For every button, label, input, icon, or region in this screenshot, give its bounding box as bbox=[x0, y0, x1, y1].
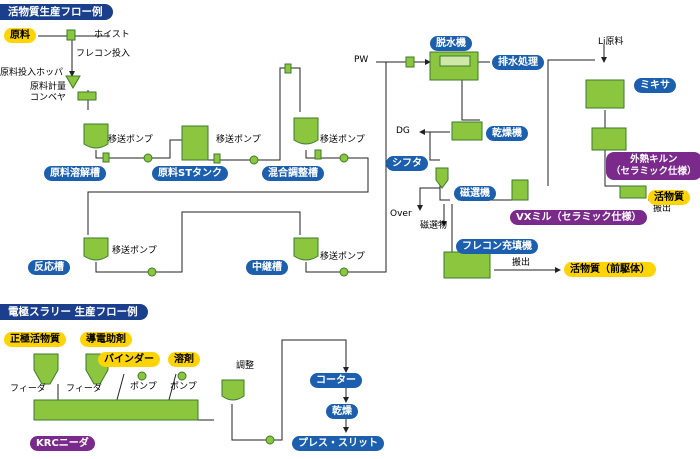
step-kiln: 外熱キルン （セラミック仕様） bbox=[606, 152, 700, 180]
step-dry: 乾燥 bbox=[326, 404, 358, 419]
step-mixer: ミキサ bbox=[634, 78, 676, 93]
step-dewater: 脱水機 bbox=[430, 36, 472, 51]
pw-label: PW bbox=[354, 55, 369, 65]
input-solvent: 溶剤 bbox=[168, 352, 200, 367]
pump-label-s2-1: ポンプ bbox=[130, 382, 157, 392]
hoist-label: ホイスト bbox=[94, 30, 130, 40]
tank-st: 原料STタンク bbox=[152, 166, 229, 181]
pump-label-1: 移送ポンプ bbox=[108, 135, 153, 145]
step-press-slit: プレス・スリット bbox=[292, 436, 384, 451]
step-sifter: シフタ bbox=[386, 156, 428, 171]
product-active: 活物質 bbox=[648, 190, 690, 205]
step-magnet: 磁選機 bbox=[454, 186, 496, 201]
flecon-input-label: フレコン投入 bbox=[76, 49, 131, 59]
pump-label-5: 移送ポンプ bbox=[320, 252, 365, 262]
li-raw-label: Li原料 bbox=[598, 37, 624, 47]
pump-label-4: 移送ポンプ bbox=[112, 246, 157, 256]
over-label: Over bbox=[390, 209, 412, 219]
discharge-label-1: 搬出 bbox=[653, 204, 672, 214]
step-vx-mill: VXミル（セラミック仕様） bbox=[510, 210, 648, 225]
raw-material-tag: 原料 bbox=[4, 28, 36, 43]
pump-label-3: 移送ポンプ bbox=[320, 135, 365, 145]
dg-label: DG bbox=[396, 126, 410, 136]
feeder-label-2: フィーダ bbox=[66, 384, 102, 394]
step-coater: コーター bbox=[310, 373, 362, 388]
weigh-conveyor-label: 原料計量 コンベヤ bbox=[30, 82, 67, 103]
step-dryer: 乾燥機 bbox=[486, 126, 528, 141]
input-positive: 正極活物質 bbox=[4, 332, 66, 347]
discharge-label-2: 搬出 bbox=[512, 258, 531, 268]
input-binder: バインダー bbox=[98, 352, 160, 367]
step-wastewater: 排水処理 bbox=[492, 55, 544, 70]
adjust-label: 調整 bbox=[236, 361, 255, 371]
feeder-label-1: フィーダ bbox=[10, 384, 46, 394]
magnetic-material-label: 磁選物 bbox=[420, 221, 448, 231]
section-title-electrode-slurry: 電極スラリー 生産フロー例 bbox=[0, 304, 148, 320]
tank-relay: 中継槽 bbox=[246, 260, 288, 275]
tank-mixing: 混合調整槽 bbox=[262, 166, 324, 181]
pump-label-2: 移送ポンプ bbox=[216, 135, 261, 145]
tank-dissolve: 原料溶解槽 bbox=[44, 166, 106, 181]
section-title-active-material: 活物質生産フロー例 bbox=[0, 4, 113, 20]
kneader: KRCニーダ bbox=[30, 436, 95, 451]
input-conductive: 導電助剤 bbox=[80, 332, 132, 347]
step-flecon-fill: フレコン充填機 bbox=[456, 239, 538, 254]
tank-reactor: 反応槽 bbox=[28, 260, 70, 275]
product-precursor: 活物質（前駆体） bbox=[564, 262, 656, 277]
pump-label-s2-2: ポンプ bbox=[170, 382, 197, 392]
hopper-label: 原料投入ホッパ bbox=[0, 68, 64, 78]
